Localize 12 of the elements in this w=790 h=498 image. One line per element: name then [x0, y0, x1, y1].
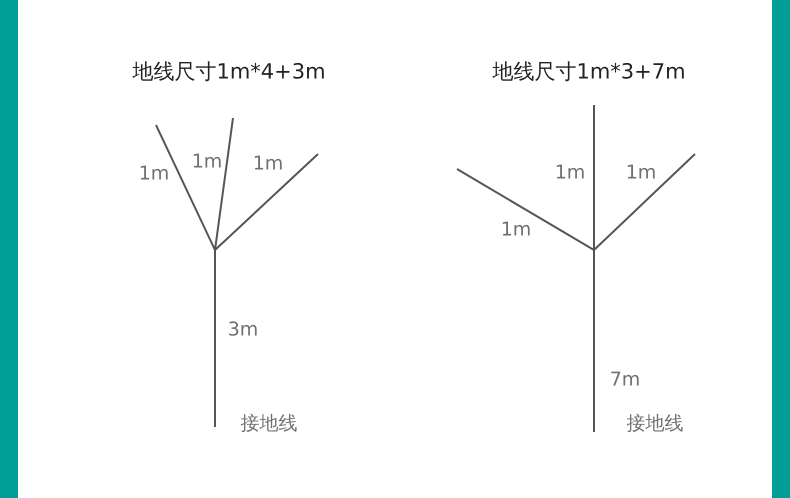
wire-label: 接地线: [240, 414, 298, 434]
wire-label: 接地线: [626, 414, 684, 434]
size-label: 地线尺寸1m*4+3m: [132, 62, 326, 82]
length-label: 3m: [228, 320, 258, 340]
length-label: 1m: [252, 154, 284, 174]
length-label: 1m: [626, 164, 656, 182]
length-label: 7m: [610, 370, 640, 390]
length-label: 1m: [192, 152, 222, 172]
length-label: 1m: [554, 164, 586, 182]
size-label: 地线尺寸1m*3+7m: [492, 62, 686, 82]
length-label: 1m: [500, 220, 532, 240]
length-label: 1m: [138, 164, 170, 184]
